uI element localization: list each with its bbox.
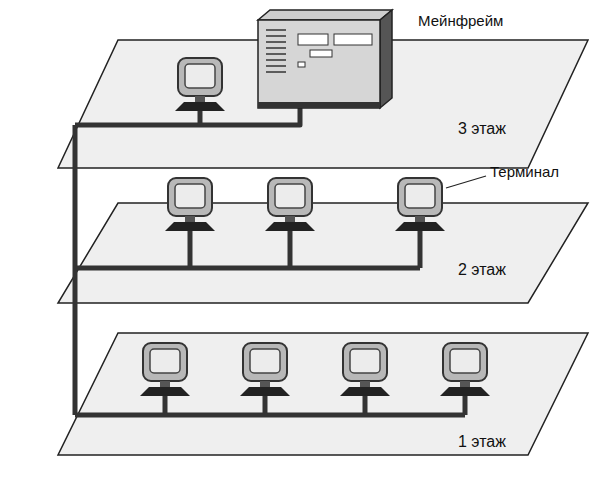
floor-cable (75, 413, 465, 418)
floor-plane: 1 этаж (58, 333, 588, 455)
terminal (265, 178, 315, 231)
leader-line (446, 176, 486, 188)
terminal (340, 343, 390, 396)
mainframe-panel (298, 34, 328, 45)
terminal-stem (198, 111, 203, 125)
mainframe-panel (334, 34, 372, 45)
floor-outline (58, 333, 588, 455)
vent-line (266, 35, 286, 37)
mainframe-side (380, 10, 392, 108)
vent-line (266, 53, 286, 55)
terminal (240, 343, 290, 396)
label-holder: Терминал (490, 163, 559, 181)
terminal-stem (188, 231, 193, 268)
callout-label: Терминал (490, 163, 559, 180)
terminal-stem (418, 231, 423, 268)
terminal (175, 58, 225, 111)
mainframe-vents (266, 30, 286, 72)
terminal (140, 343, 190, 396)
mainframe-panel (310, 50, 332, 57)
floor-label: 2 этаж (458, 261, 506, 279)
terminal-stem (288, 231, 293, 268)
floor-outline (58, 203, 588, 303)
terminal-stem (363, 396, 368, 415)
floor-plane: 2 этаж (58, 203, 588, 303)
terminal (395, 178, 445, 231)
vent-line (266, 41, 286, 43)
terminal-stem (263, 396, 268, 415)
vent-line (266, 29, 286, 31)
vent-line (266, 59, 286, 61)
terminal (165, 178, 215, 231)
floor-outline-svg (58, 333, 588, 455)
vent-line (266, 47, 286, 49)
terminal (440, 343, 490, 396)
cables (75, 108, 465, 415)
mainframe-led (298, 62, 305, 67)
floor-label: 3 этаж (458, 120, 506, 138)
floor-cable (75, 266, 420, 271)
floor-label: 1 этаж (458, 433, 506, 451)
mainframe-front (258, 20, 380, 108)
mainframe-top (258, 10, 392, 20)
terminal-stem (463, 396, 468, 415)
mainframe (258, 10, 392, 108)
floor-outline-svg (58, 203, 588, 303)
vent-line (266, 71, 286, 73)
vent-line (266, 65, 286, 67)
device-label: Мейнфрейм (418, 12, 503, 29)
terminal-stem (163, 396, 168, 415)
label-holder: Мейнфрейм (418, 12, 503, 30)
mainframe-plinth (258, 102, 380, 108)
